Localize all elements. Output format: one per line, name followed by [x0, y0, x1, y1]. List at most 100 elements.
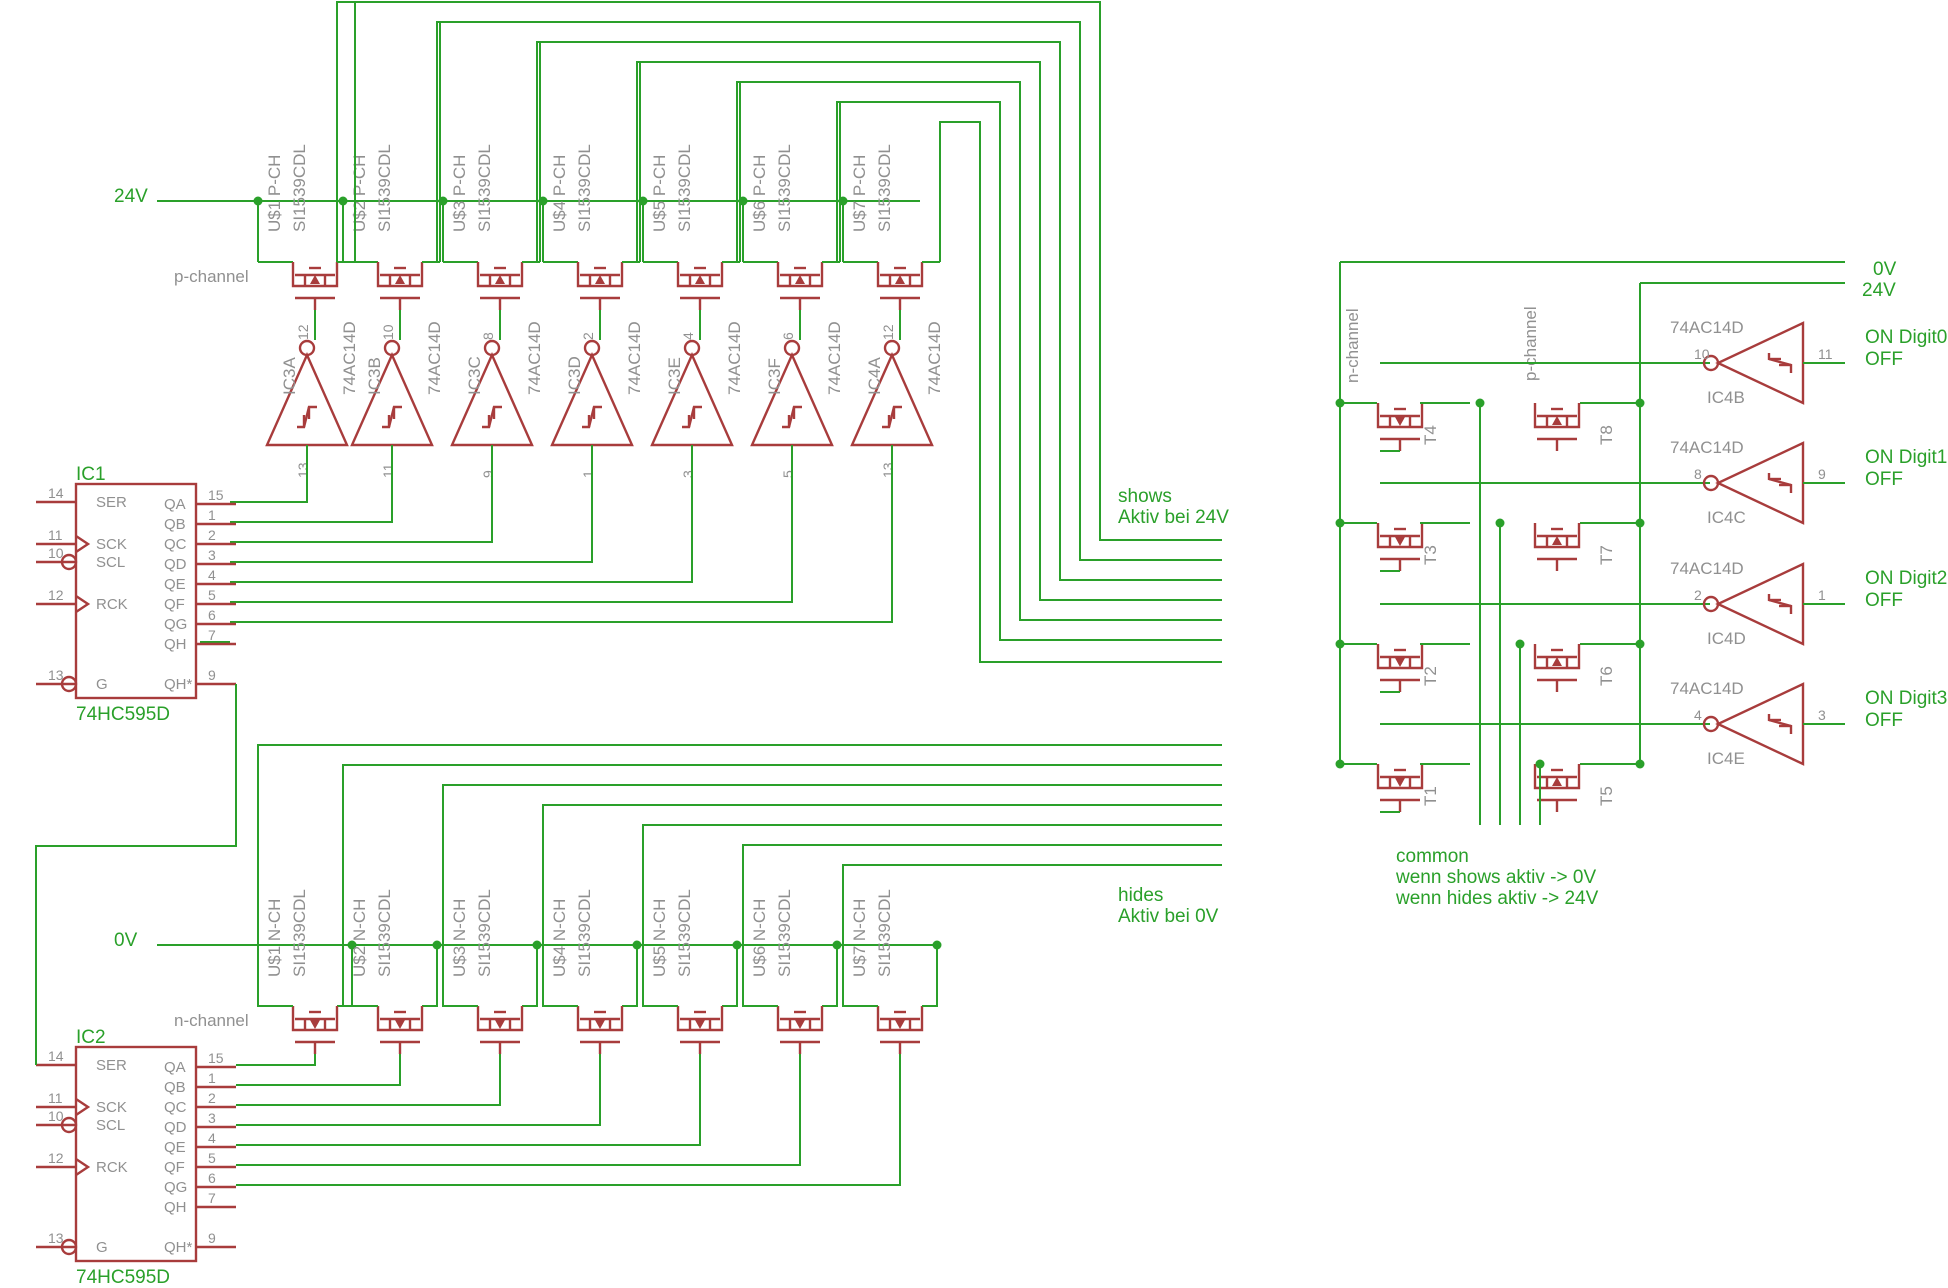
- digit-inverter-out-pin-1: 10: [1694, 346, 1710, 362]
- inverter-2-hyst: [382, 405, 402, 429]
- digit-p-fet-3-arrow: [1552, 657, 1562, 666]
- inverter-6-bubble: [783, 339, 801, 357]
- inverter-1-hyst: [297, 405, 317, 429]
- digit-inverter-out-pin-2: 8: [1694, 466, 1702, 482]
- digit-inverter-out-pin-3: 2: [1694, 587, 1702, 603]
- ic2-out-num-QC: 2: [208, 1090, 216, 1106]
- top-fet-5-arrow: [695, 275, 705, 284]
- inverter-7-triangle: [850, 352, 934, 447]
- hides-active-label: Aktiv bei 0V: [1118, 906, 1219, 927]
- bot-fet-1-arrow: [310, 1020, 320, 1029]
- inverter-in-pin-7: 13: [880, 462, 896, 478]
- bot-fet-name-2: U$2 N-CH: [350, 899, 369, 977]
- inverter-2-triangle: [350, 352, 434, 447]
- ic2-out-num-QE: 4: [208, 1130, 216, 1146]
- digit-inverter-4-hyst: [1767, 714, 1793, 734]
- inverter-in-pin-1: 13: [295, 462, 311, 478]
- bot-fet-2-channel-lines: [376, 1006, 424, 1032]
- ic1-out-label-QH*: QH*: [164, 676, 193, 693]
- ic1-output-6: [230, 485, 793, 603]
- digit-p-fet-2-arrow: [1552, 536, 1562, 545]
- inverter-part-2: 74AC14D: [425, 321, 444, 395]
- ic2-output-5: [236, 1054, 701, 1146]
- bot-fet-part-2: SI1539CDL: [375, 889, 394, 977]
- inverter-part-1: 74AC14D: [340, 321, 359, 395]
- ic1-output-4: [230, 485, 593, 563]
- ic1-output-2: [230, 485, 393, 523]
- ic1-name: IC1: [76, 464, 106, 485]
- ic2-output-3: [236, 1054, 501, 1106]
- inverter-part-5: 74AC14D: [725, 321, 744, 395]
- ic1-part: 74HC595D: [76, 704, 170, 725]
- top-fet-2-channel-lines: [376, 262, 424, 288]
- inverter-5-triangle: [650, 352, 734, 447]
- inverter-1-bubble: [298, 339, 316, 357]
- common-hides-label: wenn hides aktiv -> 24V: [1395, 888, 1599, 909]
- digit-inverter-4-bubble: [1702, 715, 1720, 733]
- ic2-output-4: [236, 1054, 601, 1126]
- bot-fet-right-leg: [522, 945, 538, 1007]
- ic2-out-label-QH: QH: [164, 1199, 187, 1216]
- ic1-pin-label-SCK: SCK: [96, 536, 127, 553]
- ic2-pin-num-SCK: 11: [48, 1090, 63, 1106]
- bot-fet-right-leg: [622, 945, 638, 1007]
- shows-bus-line-7: [939, 121, 1222, 663]
- top-fet-1-arrow: [310, 275, 320, 284]
- rail-0v-end: [922, 945, 938, 1007]
- digit-inverter-name-4: IC4E: [1707, 749, 1745, 768]
- ic1-out-label-QA: QA: [164, 496, 186, 513]
- ic1-pin-label-G: G: [96, 676, 108, 693]
- bot-fet-name-1: U$1 N-CH: [265, 899, 284, 977]
- inverter-out-pin-6: 6: [780, 332, 796, 340]
- ic2-out-num-QH*: 9: [208, 1230, 216, 1246]
- inverter-in-pin-2: 11: [380, 463, 396, 478]
- hides-bus-line-3: [442, 784, 1222, 1007]
- ic2-out-label-QE: QE: [164, 1139, 186, 1156]
- cascade-wire: [35, 684, 237, 1065]
- bot-fet-name-5: U$5 N-CH: [650, 899, 669, 977]
- inverter-out-pin-7: 12: [880, 324, 896, 340]
- ic1-output-5: [230, 485, 693, 583]
- digit-n-fet-3-channel-lines: [1376, 644, 1424, 670]
- ic1-out-label-QB: QB: [164, 516, 186, 533]
- junction-0v: [832, 940, 842, 950]
- bot-fet-part-4: SI1539CDL: [575, 889, 594, 977]
- top-fet-4-channel-lines: [576, 262, 624, 288]
- ic2-pin-num-G: 13: [48, 1230, 64, 1246]
- hides-bus-line-7: [842, 864, 1222, 1007]
- digit-n-fet-3-arrow: [1395, 658, 1405, 667]
- shows-active-label: Aktiv bei 24V: [1118, 507, 1229, 528]
- bot-fet-right-leg: [822, 945, 838, 1007]
- digit-inverter-2-bubble: [1702, 474, 1720, 492]
- right-junction-p: [1635, 639, 1645, 649]
- bot-fet-5-arrow: [695, 1020, 705, 1029]
- ic2-out-label-QB: QB: [164, 1079, 186, 1096]
- ic2-output-1: [236, 1054, 316, 1066]
- bot-fet-6-channel-lines: [776, 1006, 824, 1032]
- ic1-out-label-QE: QE: [164, 576, 186, 593]
- inverter-part-3: 74AC14D: [525, 321, 544, 395]
- right-fet-name-4: T5: [1597, 786, 1616, 806]
- right-junction-p: [1635, 518, 1645, 528]
- inverter-out-pin-1: 12: [295, 324, 311, 340]
- top-fet-name-6: U$6 P-CH: [750, 155, 769, 232]
- shows-bus-line-2: [436, 21, 1222, 561]
- digit-n-fet-1-arrow: [1395, 417, 1405, 426]
- inverter-7-hyst: [882, 405, 902, 429]
- top-fet-6-channel-lines: [776, 262, 824, 288]
- label-n-channel: n-channel: [174, 1011, 249, 1030]
- ic2-pin-num-RCK: 12: [48, 1150, 64, 1166]
- ic1-pin-label-RCK: RCK: [96, 596, 128, 613]
- right-fet-name-3: T6: [1597, 666, 1616, 686]
- ic1-output-3: [230, 485, 493, 543]
- top-fet-part-4: SI1539CDL: [575, 144, 594, 232]
- ic1-out-label-QH: QH: [164, 636, 187, 653]
- ic2-bubble-G: [60, 1238, 78, 1256]
- digit-n-fet-2-arrow: [1395, 537, 1405, 546]
- digit-off-label-3: OFF: [1865, 590, 1903, 611]
- inverter-name-1: IC3A: [280, 357, 299, 395]
- digit-n-fet-4-arrow: [1395, 778, 1405, 787]
- ic1-pin-num-G: 13: [48, 667, 64, 683]
- top-fet-name-4: U$4 P-CH: [550, 155, 569, 232]
- ic2-out-num-QD: 3: [208, 1110, 216, 1126]
